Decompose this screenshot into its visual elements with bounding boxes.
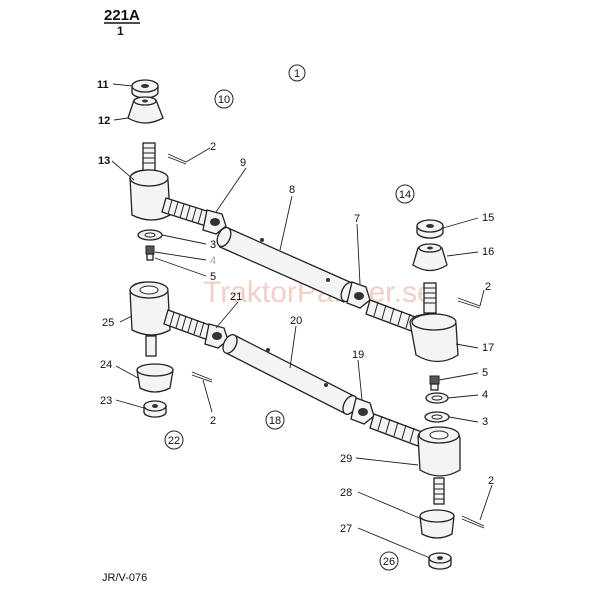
ball-joint-25 <box>129 281 171 357</box>
rubber-boot-28 <box>419 509 455 539</box>
label-2-right: 2 <box>485 281 491 293</box>
label-3-upper: 3 <box>210 239 216 251</box>
label-1: 1 <box>294 68 300 80</box>
cotter-pin-2-lower-right <box>461 515 485 529</box>
washer-3-upper <box>137 229 163 241</box>
label-10: 10 <box>218 94 230 106</box>
label-3-right: 3 <box>482 416 488 428</box>
label-7: 7 <box>354 213 360 225</box>
cotter-pin-2-lower-left <box>191 371 213 383</box>
circled-ref-26: 26 <box>379 551 399 571</box>
circled-ref-1: 1 <box>288 64 306 82</box>
label-22: 22 <box>168 435 180 447</box>
circled-ref-18: 18 <box>265 410 285 430</box>
nut-27 <box>428 552 452 570</box>
drawing-code: JR/V-076 <box>102 572 147 584</box>
label-18: 18 <box>269 415 281 427</box>
circled-ref-22: 22 <box>164 430 184 450</box>
label-4-right: 4 <box>482 389 488 401</box>
label-15: 15 <box>482 212 494 224</box>
label-14: 14 <box>399 189 411 201</box>
threaded-shank-9 <box>161 197 211 227</box>
lock-ring-4 <box>425 392 449 404</box>
rubber-boot-24 <box>136 363 174 393</box>
cotter-pin-2-right <box>457 297 481 309</box>
label-24: 24 <box>100 359 112 371</box>
ball-joint-17 <box>409 282 459 363</box>
jam-nut-9 <box>202 209 227 235</box>
label-26: 26 <box>383 556 395 568</box>
label-17: 17 <box>482 342 494 354</box>
rubber-boot-16 <box>412 243 448 272</box>
ball-joint-29 <box>417 426 461 505</box>
grease-nipple-5-upper <box>145 245 155 261</box>
leader-lines <box>111 83 493 559</box>
threaded-shank-21 <box>163 309 213 341</box>
circled-ref-14: 14 <box>395 184 415 204</box>
circled-ref-10: 10 <box>214 89 234 109</box>
group-number: 221A <box>104 7 140 24</box>
label-19: 19 <box>352 349 364 361</box>
label-5-upper: 5 <box>210 271 216 283</box>
label-28: 28 <box>340 487 352 499</box>
tube-20 <box>222 334 358 415</box>
rubber-boot-12 <box>127 96 164 124</box>
label-21: 21 <box>230 291 242 303</box>
label-13: 13 <box>98 155 110 167</box>
label-2-upper: 2 <box>210 141 216 153</box>
washer-3-right <box>424 411 450 423</box>
label-2-lower-left: 2 <box>210 415 216 427</box>
label-20: 20 <box>290 315 302 327</box>
label-25: 25 <box>102 317 114 329</box>
nut-11 <box>131 79 159 99</box>
label-16: 16 <box>482 246 494 258</box>
nut-15 <box>416 219 444 239</box>
label-5-right: 5 <box>482 367 488 379</box>
label-27: 27 <box>340 523 352 535</box>
threaded-shank-29 <box>369 413 423 447</box>
clamp-nut-7 <box>346 281 371 309</box>
label-4-upper: 4 <box>210 255 216 267</box>
label-2-lower-right: 2 <box>488 475 494 487</box>
ball-joint-13 <box>129 142 171 221</box>
sheet-number: 1 <box>117 24 124 38</box>
cotter-pin-2-upper <box>167 153 187 165</box>
nut-23 <box>143 400 167 418</box>
grease-nipple-5-right <box>429 375 440 391</box>
clamp-nut-19 <box>350 397 375 425</box>
label-9: 9 <box>240 157 246 169</box>
label-11: 11 <box>97 79 109 91</box>
label-12: 12 <box>98 115 110 127</box>
label-29: 29 <box>340 453 352 465</box>
label-23: 23 <box>100 395 112 407</box>
label-8: 8 <box>289 184 295 196</box>
